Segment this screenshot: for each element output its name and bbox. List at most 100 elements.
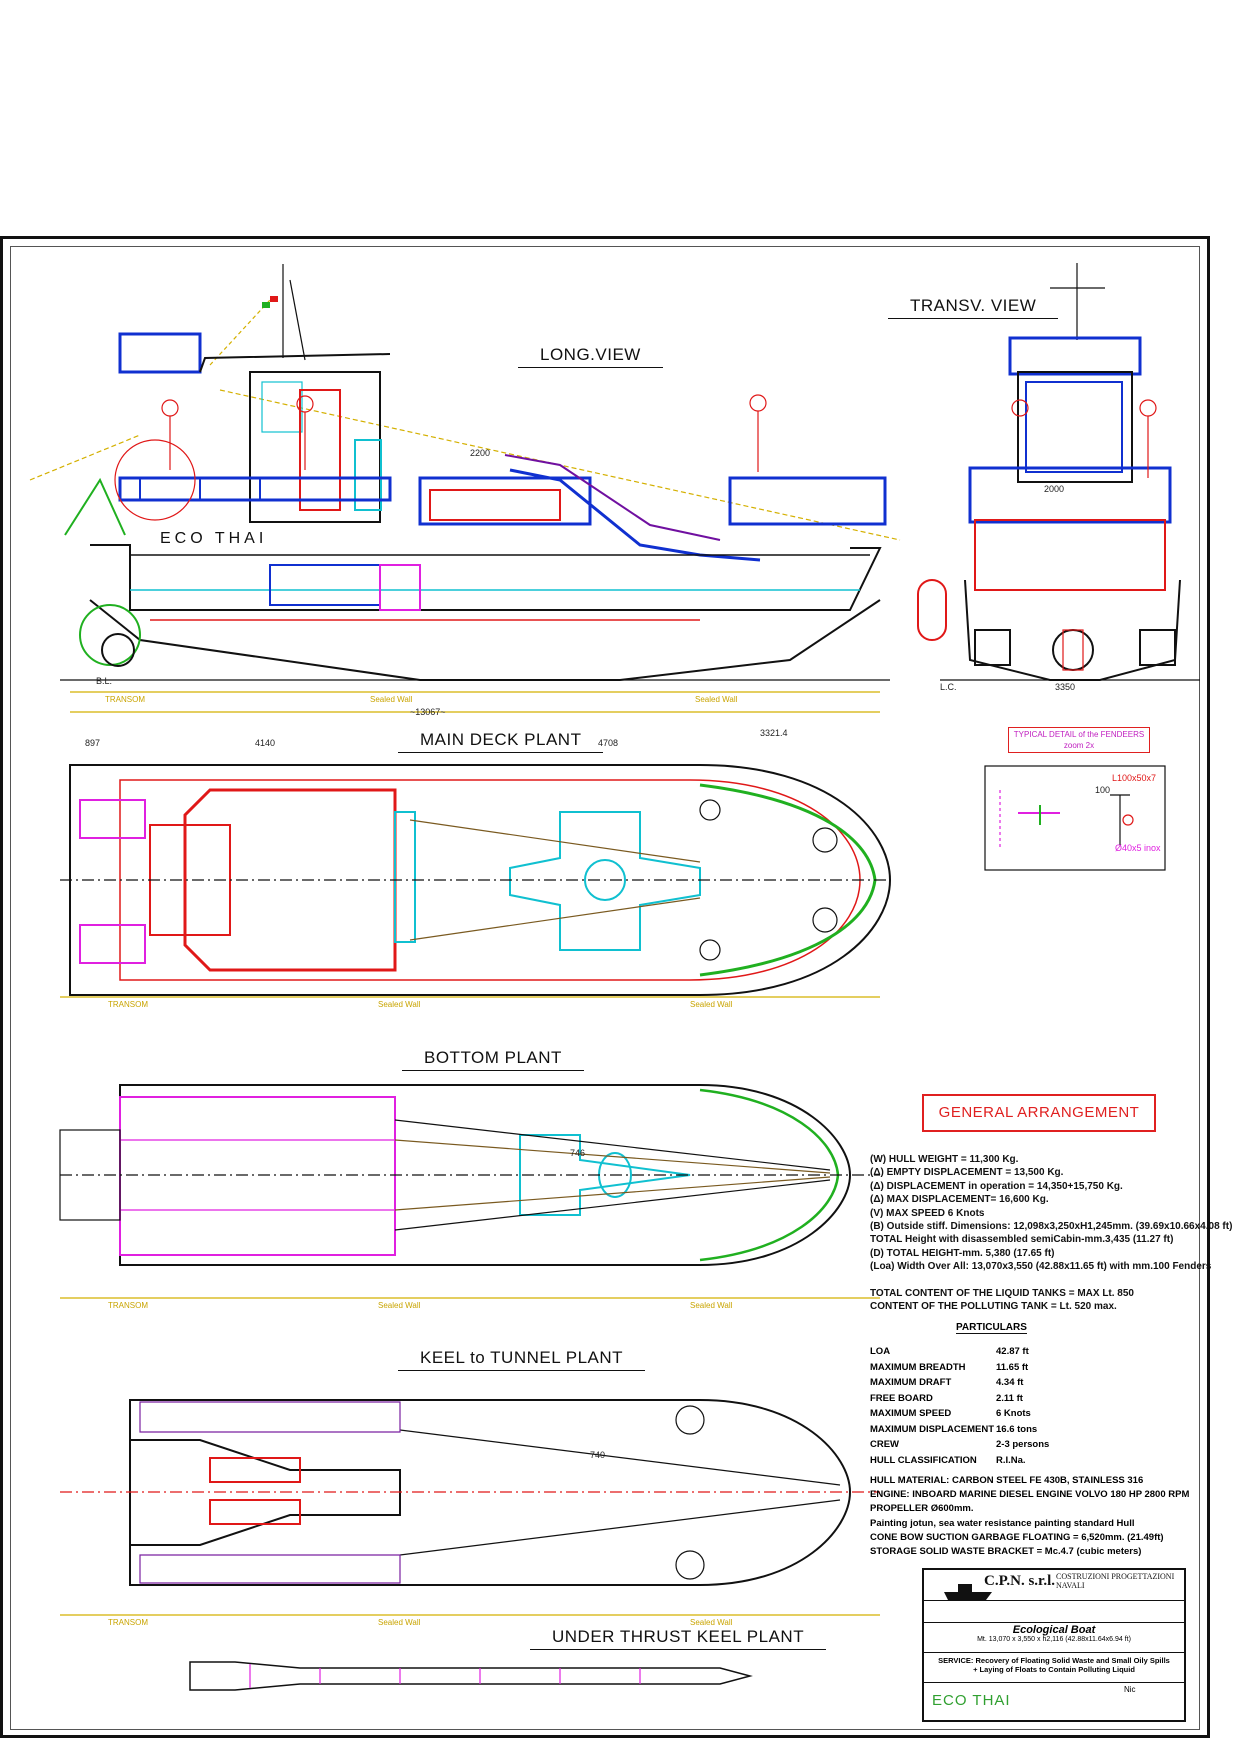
overall-length-dim: ~13067~ <box>410 707 446 717</box>
drawing-sheet-frame <box>0 236 1210 1738</box>
fender-100-dim: 100 <box>1095 785 1111 795</box>
sealed-wall-label-bottom-2: Sealed Wall <box>690 1301 733 1310</box>
spec-line: (V) MAX SPEED 6 Knots <box>870 1207 985 1219</box>
particulars-row: MAXIMUM BREADTH 11.65 ft <box>870 1360 1056 1376</box>
boat-name: ECO THAI <box>932 1692 1011 1709</box>
particulars-key: HULL CLASSIFICATION <box>870 1454 977 1466</box>
fender-detail-title: TYPICAL DETAIL of the FENDEERS zoom 2x <box>1008 727 1150 753</box>
particulars-value: 42.87 ft <box>996 1346 1029 1357</box>
title-block-boat-row: ECO THAI Nic <box>924 1682 1184 1720</box>
project-dimensions: Mt. 13,070 x 3,550 x h2,116 (42.88x11.64… <box>977 1636 1131 1643</box>
bottom-plant-drawing <box>59 1084 880 1299</box>
note-line: HULL MATERIAL: CARBON STEEL FE 430B, STA… <box>870 1475 1144 1486</box>
title-block-logo <box>944 1584 992 1600</box>
deck-4708-dim: 4708 <box>598 738 619 748</box>
spec-line: TOTAL Height with disassembled semiCabin… <box>870 1234 1174 1246</box>
particulars-value: 2-3 persons <box>996 1439 1050 1450</box>
sealed-wall-label-keel-2: Sealed Wall <box>690 1618 733 1627</box>
service-line-1: SERVICE: Recovery of Floating Solid Wast… <box>938 1656 1170 1665</box>
deck-4140-dim: 4140 <box>255 738 276 748</box>
long-2200-dim: 2200 <box>470 448 491 458</box>
main-deck-plant-drawing <box>60 764 892 998</box>
company-full-name: COSTRUZIONI PROGETTAZIONI NAVALI <box>1056 1572 1175 1590</box>
spec-line: (Δ) DISPLACEMENT in operation = 14,350+1… <box>870 1180 1123 1192</box>
transv-view-title: TRANSV. VIEW <box>888 296 1059 319</box>
fender-pipe-dim: Ø40x5 inox <box>1115 843 1161 853</box>
keel-740-dim: 740 <box>590 1450 606 1460</box>
keel-tunnel-plant-drawing <box>60 1399 880 1616</box>
project-name: Ecological Boat <box>1012 1624 1096 1636</box>
deck-3321-dim: 3321.4 <box>760 728 788 738</box>
particulars-value: 2.11 ft <box>996 1392 1023 1404</box>
long-view-drawing <box>29 264 901 713</box>
particulars-key: MAXIMUM DRAFT <box>870 1377 952 1388</box>
company-name: C.P.N. s.r.l. <box>984 1573 1055 1589</box>
particulars-row: MAXIMUM DRAFT 4.34 ft <box>870 1375 1056 1391</box>
particulars-value: R.I.Na. <box>996 1454 1026 1466</box>
particulars-key: MAXIMUM SPEED <box>870 1408 952 1419</box>
title-block-meta-row <box>924 1600 1184 1623</box>
particulars-key: LOA <box>870 1346 891 1357</box>
note-line: CONE BOW SUCTION GARBAGE FLOATING = 6,52… <box>870 1531 1164 1543</box>
sealed-wall-label-long-2: Sealed Wall <box>695 695 738 704</box>
sealed-wall-label-long-1: Sealed Wall <box>370 695 413 704</box>
fender-detail-title-text: TYPICAL DETAIL of the FENDEERS <box>1013 730 1145 739</box>
spec-line: TOTAL CONTENT OF THE LIQUID TANKS = MAX … <box>870 1288 1134 1300</box>
note-line: PROPELLER Ø600mm. <box>870 1503 974 1515</box>
service-line-2: + Laying of Floats to Contain Polluting … <box>973 1665 1135 1674</box>
sealed-wall-label-deck-2: Sealed Wall <box>690 1000 733 1009</box>
transv-beam-dim: 3350 <box>1055 682 1076 692</box>
particulars-row: MAXIMUM SPEED 6 Knots <box>870 1406 1056 1422</box>
particulars-title: PARTICULARS <box>956 1322 1027 1334</box>
transv-2000-dim: 2000 <box>1044 484 1065 494</box>
particulars-row: HULL CLASSIFICATION R.I.Na. <box>870 1453 1056 1469</box>
particulars-row: CREW 2-3 persons <box>870 1437 1056 1453</box>
spec-line: (D) TOTAL HEIGHT-mm. 5,380 (17.65 ft) <box>870 1247 1055 1259</box>
note-line: Painting jotun, sea water resistance pai… <box>870 1517 1135 1529</box>
spec-line: CONTENT OF THE POLLUTING TANK = Lt. 520 … <box>870 1301 1117 1313</box>
title-block-project-row: Ecological Boat Mt. 13,070 x 3,550 x h2,… <box>924 1622 1184 1653</box>
specifications-list: (W) HULL WEIGHT = 11,300 Kg.(Δ) EMPTY DI… <box>870 1153 1232 1314</box>
spec-line <box>870 1274 1232 1287</box>
note-line: ENGINE: INBOARD MARINE DIESEL ENGINE VOL… <box>870 1489 1190 1501</box>
fender-l-profile: L100x50x7 <box>1112 773 1157 783</box>
transom-label-keel: TRANSOM <box>108 1618 148 1627</box>
particulars-value: 4.34 ft <box>996 1377 1024 1388</box>
lc-label: L.C. <box>940 682 957 692</box>
drawing-inner-frame <box>10 246 1200 1730</box>
hull-name-label: ECO THAI <box>160 530 268 547</box>
deck-897-dim: 897 <box>85 738 101 748</box>
particulars-key: MAXIMUM BREADTH <box>870 1361 966 1373</box>
designer-name: Nic <box>1124 1685 1136 1694</box>
particulars-value: 11.65 ft <box>996 1361 1029 1373</box>
spec-line: (Δ) EMPTY DISPLACEMENT = 13,500 Kg. <box>870 1167 1064 1179</box>
title-block-service-row: SERVICE: Recovery of Floating Solid Wast… <box>924 1652 1184 1683</box>
particulars-value: 16.6 tons <box>996 1423 1038 1435</box>
main-deck-plant-title: MAIN DECK PLANT <box>398 730 604 753</box>
transom-label-deck: TRANSOM <box>108 1000 148 1009</box>
general-arrangement-box: GENERAL ARRANGEMENT <box>922 1094 1156 1132</box>
transom-label-long: TRANSOM <box>105 695 145 704</box>
particulars-value: 6 Knots <box>996 1408 1031 1419</box>
fender-detail-zoom: zoom 2x <box>1063 741 1095 750</box>
construction-notes: HULL MATERIAL: CARBON STEEL FE 430B, STA… <box>870 1474 1189 1559</box>
under-thrust-keel-plant-title: UNDER THRUST KEEL PLANT <box>530 1627 827 1650</box>
particulars-key: MAXIMUM DISPLACEMENT <box>870 1423 995 1435</box>
spec-line: (B) Outside stiff. Dimensions: 12,098x3,… <box>870 1221 1233 1233</box>
sealed-wall-label-bottom-1: Sealed Wall <box>378 1301 421 1310</box>
sealed-wall-label-keel-1: Sealed Wall <box>378 1618 421 1627</box>
transom-label-bottom: TRANSOM <box>108 1301 148 1310</box>
spec-line: (Δ) MAX DISPLACEMENT= 16,600 Kg. <box>870 1194 1049 1206</box>
keel-tunnel-plant-title: KEEL to TUNNEL PLANT <box>398 1348 646 1371</box>
title-block: C.P.N. s.r.l. COSTRUZIONI PROGETTAZIONI … <box>922 1568 1186 1722</box>
particulars-key: CREW <box>870 1439 900 1450</box>
under-thrust-keel-drawing <box>189 1661 753 1691</box>
keel-746-dim: 746 <box>570 1148 586 1158</box>
sealed-wall-label-deck-1: Sealed Wall <box>378 1000 421 1009</box>
spec-line: (Loa) Width Over All: 13,070x3,550 (42.8… <box>870 1261 1212 1273</box>
transv-view-drawing <box>917 263 1200 681</box>
